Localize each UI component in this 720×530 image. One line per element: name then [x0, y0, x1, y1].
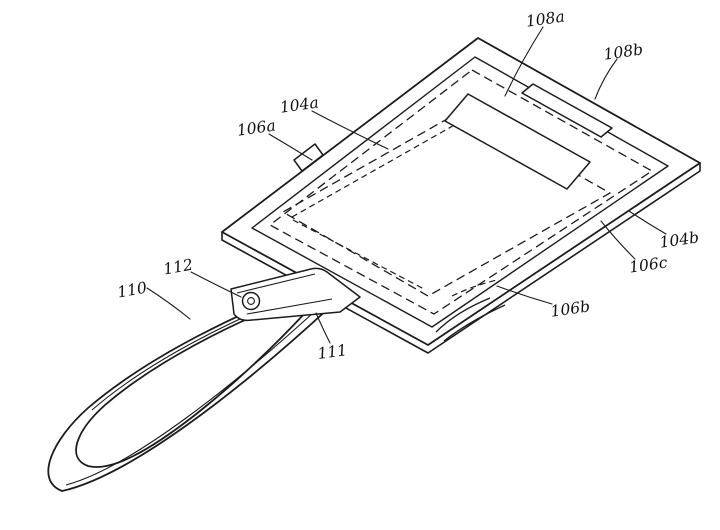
pocket-dashed-parallel-left [292, 219, 425, 290]
slot-opening [521, 83, 613, 138]
ref-label-104a: 104a [279, 93, 320, 116]
tag-body [221, 37, 701, 354]
window-opening [444, 93, 591, 190]
leader-112 [190, 271, 242, 298]
leader-104a [311, 110, 389, 150]
leader-110 [146, 287, 191, 320]
ref-label-106c: 106c [628, 253, 669, 276]
ref-label-106b: 106b [549, 297, 591, 320]
leader-lines [146, 26, 667, 344]
snap-fastener-outer [241, 291, 261, 311]
leader-108b [594, 58, 618, 100]
ref-label-106a: 106a [236, 116, 277, 139]
pocket-dashed-parallel-top [291, 122, 459, 218]
leader-106a [268, 133, 313, 161]
strap-end-connector [230, 267, 361, 322]
leader-106b [496, 285, 553, 305]
connector-fold-line-bottom [246, 298, 333, 315]
leader-111 [315, 312, 331, 344]
leader-104b [628, 210, 667, 235]
tag-thickness-edge [221, 163, 701, 354]
strap [47, 267, 361, 492]
pocket-mouth-dashed [451, 279, 498, 297]
seam-dashed-outline [269, 69, 653, 315]
reference-numerals: 108a 108b 104a 106a 104b 106c 106b 112 1… [116, 7, 700, 363]
leader-106c [600, 220, 636, 260]
connector-fold-line-top [236, 273, 316, 294]
ref-label-110: 110 [116, 279, 148, 302]
ref-label-108a: 108a [525, 7, 566, 30]
card-corner-line-1 [435, 297, 491, 333]
leader-108a [504, 26, 544, 97]
ref-label-104b: 104b [658, 228, 700, 251]
ref-label-112: 112 [162, 256, 194, 279]
strap-edge-line-bottom [65, 301, 326, 486]
ref-label-108b: 108b [602, 40, 644, 63]
card-corner-line-2 [443, 304, 506, 342]
snap-fastener-inner [247, 297, 255, 305]
ref-label-111: 111 [316, 341, 348, 363]
